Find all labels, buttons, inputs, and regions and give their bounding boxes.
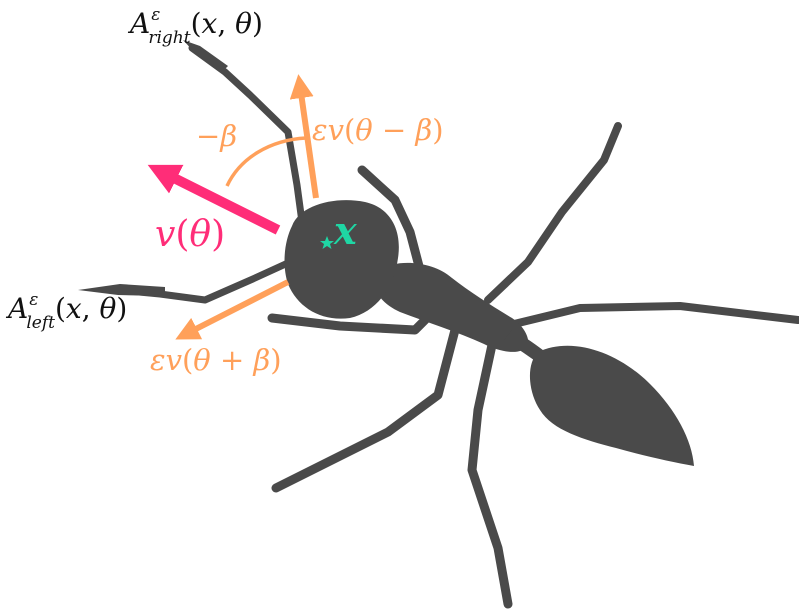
- position-label: x: [333, 208, 358, 253]
- velocity-left-arrow: [175, 279, 290, 340]
- antenna-right-tip: [183, 40, 228, 72]
- ant-head: [284, 200, 399, 319]
- velocity-left-label: εv(θ + β): [150, 343, 282, 377]
- angle-arc: [225, 136, 307, 187]
- ant-thorax: [374, 262, 529, 352]
- leg-front-upper: [357, 165, 425, 275]
- velocity-arrow: [147, 164, 281, 235]
- angle-label: −β: [196, 119, 237, 153]
- star-icon: [320, 236, 334, 249]
- velocity-label: v(θ): [155, 214, 225, 255]
- ant-silhouette: [78, 40, 799, 609]
- vector-arrows: [147, 74, 319, 340]
- leg-right-rear: [506, 302, 799, 329]
- leg-middle-left: [271, 325, 460, 493]
- leg-upper-right: [484, 122, 622, 304]
- leg-rear-down: [467, 340, 513, 609]
- velocity-right-arrow: [289, 74, 319, 199]
- ant-gaster: [529, 345, 694, 466]
- antenna-left-tip: [78, 284, 165, 296]
- velocity-right-label: εv(θ − β): [312, 113, 444, 147]
